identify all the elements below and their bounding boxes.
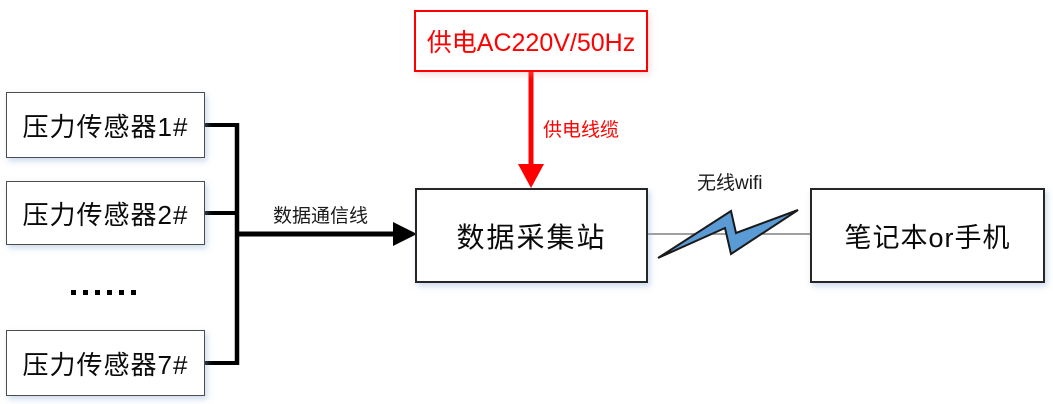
sensor-box-1: 压力传感器1# [6,92,205,158]
ellipsis-dot [107,290,112,295]
station-box: 数据采集站 [415,188,648,283]
ellipsis-dot [95,290,100,295]
ellipsis-dot [71,290,76,295]
sensor-box-2: 压力传感器2# [6,181,205,245]
sensor-box-2-label: 压力传感器2# [22,199,189,230]
ellipsis-dot [131,290,136,295]
sensor-box-1-label: 压力传感器1# [22,111,189,142]
data-arrow-head-icon [393,222,417,246]
lightning-bolt-icon [657,209,799,259]
power-cable-label: 供电线缆 [543,120,620,141]
ellipsis-dot [83,290,88,295]
station-label: 数据采集站 [456,221,607,253]
data-line-label: 数据通信线 [273,206,369,227]
client-label: 笔记本or手机 [844,223,1011,253]
ellipsis-dot [119,290,124,295]
power-supply-box: 供电AC220V/50Hz [414,10,648,72]
sensor-ellipsis: …… [71,290,136,295]
sensor-box-7-label: 压力传感器7# [22,349,189,380]
client-box: 笔记本or手机 [810,188,1045,283]
power-arrow-head-icon [518,164,544,188]
sensor-box-7: 压力传感器7# [6,330,205,396]
wifi-label: 无线wifi [697,173,763,194]
power-supply-label: 供电AC220V/50Hz [426,29,636,57]
